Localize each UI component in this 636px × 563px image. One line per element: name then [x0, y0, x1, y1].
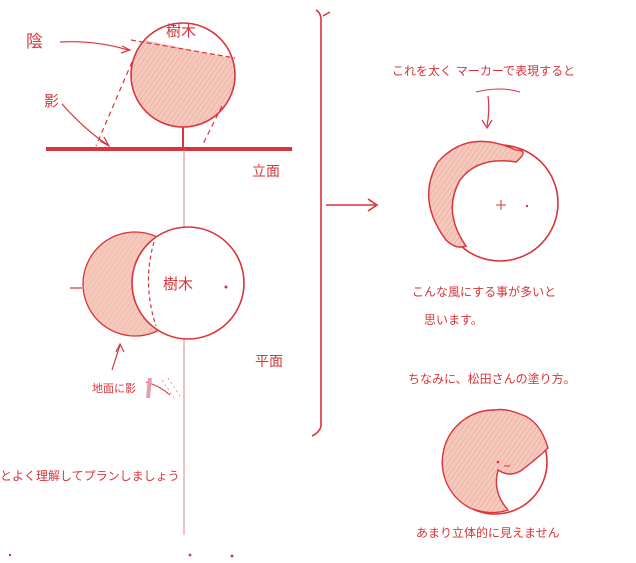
tree-plan-label: 樹木: [163, 275, 194, 293]
right-arrow: [326, 198, 379, 212]
bottom-right-note: あまり立体的に見えません: [416, 526, 560, 540]
elevation-tree: [130, 22, 236, 148]
shadow-projection-lines: [95, 61, 223, 147]
leader-arrows: [59, 41, 132, 148]
result-note-line1: こんな風にする事が多いと: [412, 285, 557, 299]
plan-note: 地面に影: [92, 382, 136, 395]
plan-tree: [70, 226, 245, 399]
plan-label: 平面: [255, 354, 283, 370]
bottom-left-note: とよく理解してプランしましょう: [0, 469, 180, 483]
shade-boundary-line: [130, 39, 236, 59]
matsuda-tree: [441, 408, 549, 515]
marker-note: これを太く マーカーで表現すると: [392, 64, 576, 78]
matsuda-note: ちなみに、松田さんの塗り方。: [408, 372, 576, 386]
shadow-label: 影: [44, 92, 60, 110]
marker-tree: [427, 88, 559, 262]
tree-top-label: 樹木: [166, 22, 197, 40]
result-note-line2: 思います。: [424, 313, 483, 327]
shade-label: 陰: [26, 32, 43, 52]
elevation-label: 立面: [252, 164, 280, 180]
tree-plan-circle: [131, 226, 245, 340]
bracket: [311, 9, 322, 437]
